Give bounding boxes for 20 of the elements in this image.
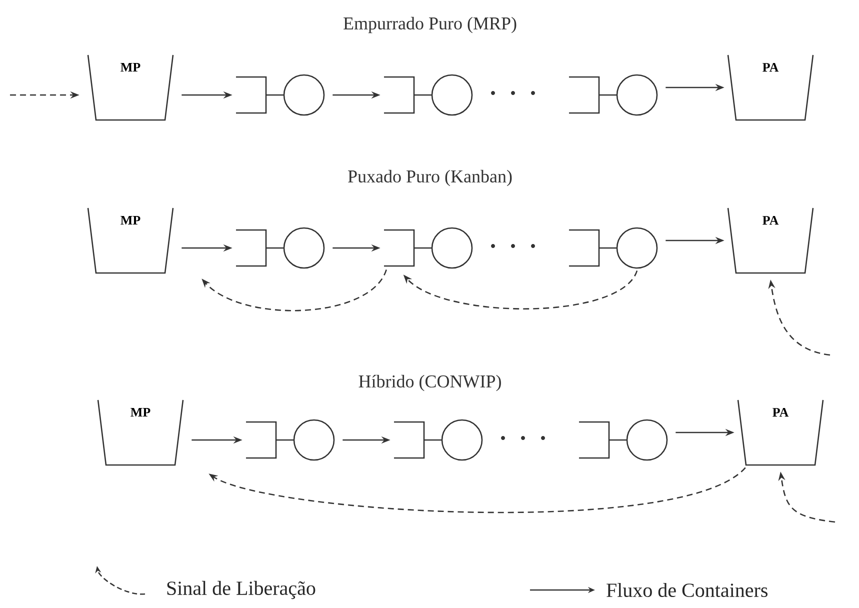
queue-server-symbol bbox=[236, 227, 325, 269]
queue-server-symbol bbox=[236, 74, 325, 116]
queue-server-symbol bbox=[384, 227, 473, 269]
queue-server-symbol bbox=[246, 419, 335, 461]
queue-server-symbol bbox=[579, 419, 668, 461]
bin: PA bbox=[737, 400, 824, 466]
row-title: Empurrado Puro (MRP) bbox=[344, 16, 516, 34]
bin: MP bbox=[87, 208, 174, 274]
bin: MP bbox=[97, 400, 184, 466]
bin: PA bbox=[727, 208, 814, 274]
queue-server-symbol bbox=[569, 74, 658, 116]
legend-text: Fluxo de Containers bbox=[606, 582, 768, 598]
row-title: Puxado Puro (Kanban) bbox=[348, 170, 512, 186]
queue-server-symbol bbox=[394, 419, 483, 461]
bin: PA bbox=[727, 54, 814, 121]
legend-text: Sinal de Liberação bbox=[167, 580, 316, 600]
row-title: Híbrido (CONWIP) bbox=[358, 374, 501, 392]
bin: MP bbox=[87, 54, 174, 121]
queue-server-symbol bbox=[384, 74, 473, 116]
queue-server-symbol bbox=[569, 227, 658, 269]
